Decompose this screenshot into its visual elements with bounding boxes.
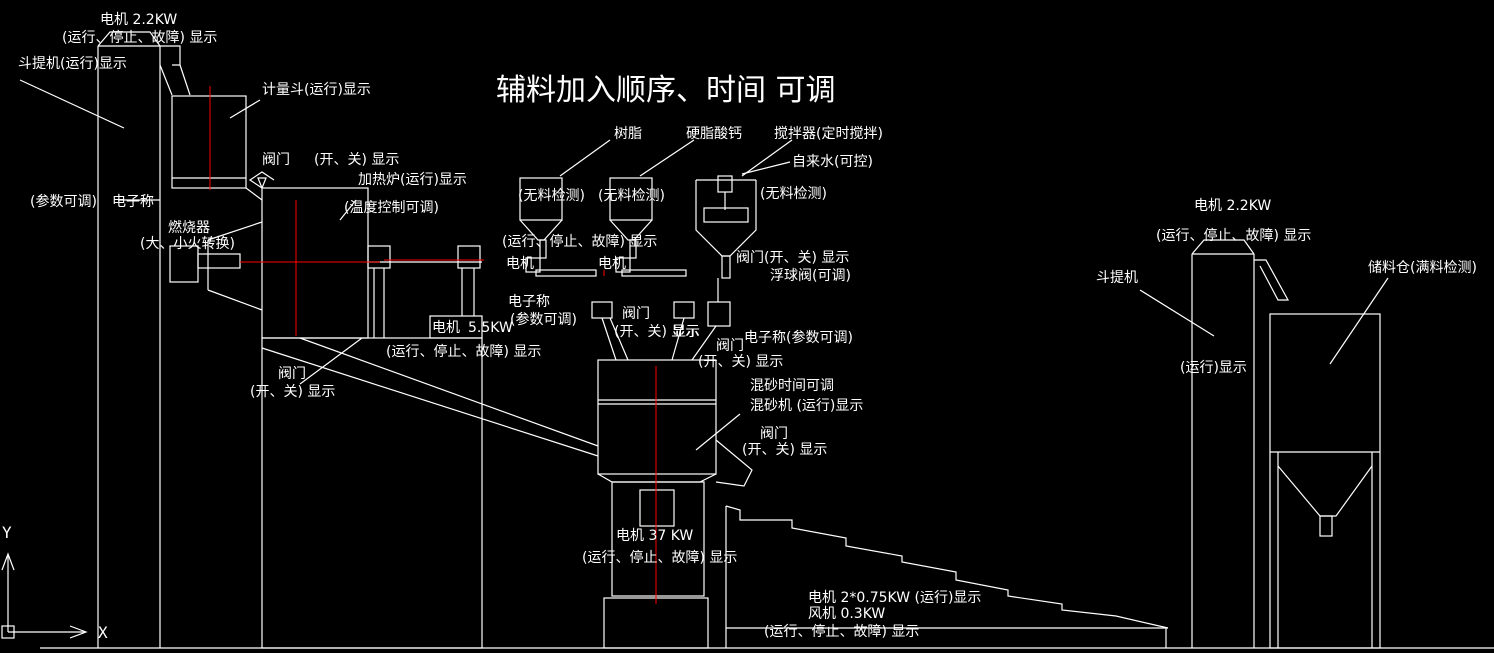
additive-motor-a: 电机 — [506, 256, 534, 272]
leader-silo — [1329, 277, 1389, 365]
leader-resin — [559, 139, 611, 177]
burner-mode: (大、小火转换) — [140, 235, 235, 252]
heater-valve-label: 阀门 — [262, 152, 290, 168]
left-motor-status: (运行、停止、故障) 显示 — [62, 29, 217, 46]
resin-no-material: (无料检测) — [518, 188, 585, 204]
stearate-no-material: (无料检测) — [598, 188, 665, 204]
heater-platform — [261, 245, 483, 649]
heater-temp-control: (温度控制可调) — [344, 200, 439, 216]
right-elevator-run: (运行)显示 — [1180, 360, 1247, 376]
left-elevator-label: 斗提机(运行)显示 — [18, 56, 127, 72]
feed-line-b1 — [671, 317, 685, 361]
additive-valve-label: 阀门 — [622, 306, 650, 322]
mixer-status-label: 混砂机 (运行)显示 — [750, 398, 863, 414]
leader-stearate — [639, 139, 695, 177]
drawing-title: 辅料加入顺序、时间 可调 — [496, 73, 836, 108]
water-valve-b-label: 阀门 — [716, 338, 744, 354]
drive-motor-status: (运行、停止、故障) 显示 — [386, 343, 541, 360]
chute-upper — [299, 337, 599, 447]
tap-water-label: 自来水(可控) — [792, 154, 873, 170]
y-axis-label: Y — [2, 523, 12, 542]
feed-line-b2 — [691, 325, 717, 361]
leader-hopper — [229, 99, 261, 119]
cooler-fan-label: 风机 0.3KW — [808, 606, 885, 622]
leader-right-elevator — [1139, 289, 1215, 337]
leader-elevator — [19, 79, 125, 129]
storage-silo — [1269, 313, 1381, 649]
water-no-material: (无料检测) — [760, 186, 827, 202]
x-axis-label: X — [98, 623, 108, 642]
resin-label: 树脂 — [614, 126, 642, 142]
heater-furnace — [169, 171, 369, 339]
additive-scale-params: (参数可调) — [510, 311, 577, 328]
leader-heater — [339, 199, 357, 221]
heater-label: 加热炉(运行)显示 — [358, 172, 467, 188]
right-motor-label: 电机 2.2KW — [1194, 198, 1271, 214]
left-motor-label: 电机 2.2KW — [100, 12, 177, 28]
scale-params: (参数可调) — [30, 193, 97, 210]
water-valve-label: 阀门(开、关) 显示 — [736, 250, 849, 266]
discharge-valve-state: (开、关) 显示 — [742, 442, 827, 458]
mixer-motor-label: 电机 37 KW — [616, 528, 693, 544]
weigh-hopper-label: 计量斗(运行)显示 — [262, 82, 371, 98]
stearate-hopper — [609, 177, 687, 277]
sand-mixer — [597, 359, 753, 649]
leader-agitator — [741, 139, 793, 177]
bottom-valve-state: (开、关) 显示 — [250, 384, 335, 400]
mixer-time-label: 混砂时间可调 — [750, 378, 834, 394]
chute-lower — [261, 347, 599, 457]
additive-scale-label: 电子称 — [508, 294, 550, 310]
leader-mixer — [695, 413, 741, 451]
weigh-hopper — [171, 95, 263, 201]
stearate-label: 硬脂酸钙 — [686, 126, 742, 142]
right-bucket-elevator — [1191, 239, 1290, 648]
heater-valve-state: (开、关) 显示 — [314, 152, 399, 168]
feed-line-a1 — [601, 317, 617, 361]
left-bucket-elevator — [97, 31, 191, 648]
feed-line-a2 — [609, 317, 629, 361]
resin-hopper — [519, 177, 597, 277]
additive-valve-state: (开、关) 显示 — [614, 324, 699, 340]
bottom-valve-label: 阀门 — [278, 366, 306, 382]
right-motor-status: (运行、停止、故障) 显示 — [1156, 227, 1311, 244]
centerlines — [209, 86, 657, 604]
discharge-valve-label: 阀门 — [760, 426, 788, 442]
scale-hopper-b — [673, 301, 695, 319]
water-scale-label: 电子称(参数可调) — [744, 329, 853, 346]
right-elevator-label: 斗提机 — [1096, 270, 1138, 286]
cooler-status: (运行、停止、故障) 显示 — [764, 623, 919, 640]
additive-valve-b-state: 显示 — [672, 324, 700, 340]
mixer-motor-status: (运行、停止、故障) 显示 — [582, 549, 737, 566]
cooler-motor-label: 电机 2*0.75KW (运行)显示 — [808, 590, 981, 606]
burner-label: 燃烧器 — [168, 219, 210, 236]
storage-label: 储料仓(满料检测) — [1368, 260, 1477, 276]
drive-motor-label: 电机 — [432, 320, 460, 336]
drive-motor-power: 5.5KW — [468, 320, 513, 336]
float-valve-label: 浮球阀(可调) — [770, 268, 851, 284]
additive-motor-status: (运行、停止、故障) 显示 — [502, 233, 657, 250]
agitator-label: 搅拌器(定时搅拌) — [774, 126, 883, 142]
additive-motor-b: 电机 — [598, 256, 626, 272]
scale-label: 电子称 — [112, 194, 154, 210]
cooling-conveyor — [725, 505, 1169, 648]
water-valve-b-state: (开、关) 显示 — [698, 354, 783, 370]
ucs-axis-icon — [1, 552, 88, 639]
water-pipe — [741, 161, 791, 175]
scale-hopper-a — [591, 301, 613, 319]
water-tank — [695, 175, 757, 327]
